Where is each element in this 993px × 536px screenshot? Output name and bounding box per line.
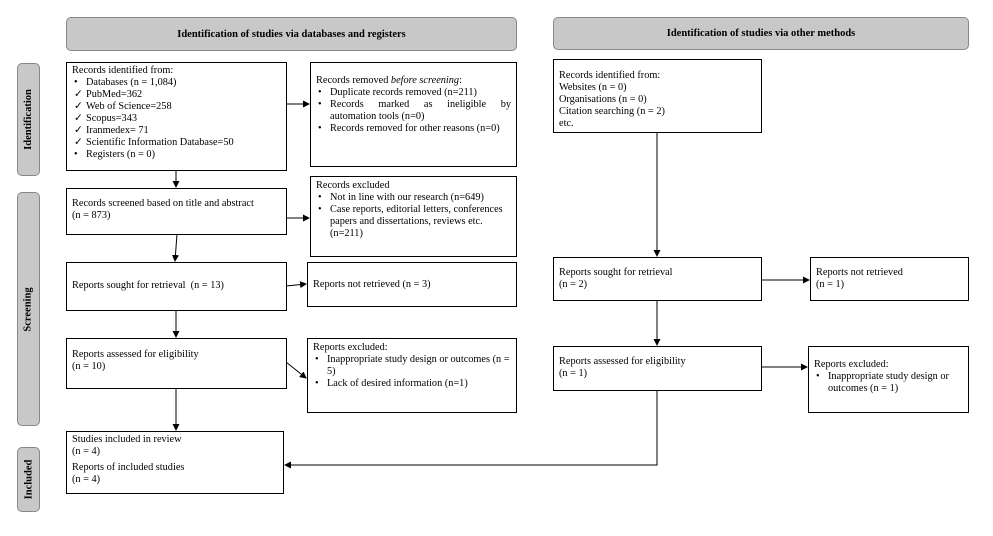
header-databases: Identification of studies via databases … bbox=[66, 17, 517, 51]
list-item: Duplicate records removed (n=211) bbox=[316, 87, 511, 99]
studies-included-box: Studies included in review(n = 4) Report… bbox=[66, 431, 284, 494]
list-item: Scopus=343 bbox=[72, 113, 281, 125]
box-text: etc. bbox=[559, 118, 574, 129]
box-title: Reports excluded: bbox=[814, 359, 889, 370]
box-text: Reports sought for retrieval (n = 13) bbox=[72, 280, 224, 291]
phase-screening: Screening bbox=[17, 192, 40, 426]
phase-identification: Identification bbox=[17, 63, 40, 176]
other-reports-assessed-box: Reports assessed for eligibility(n = 1) bbox=[553, 346, 762, 391]
reports-assessed-box: Reports assessed for eligibility(n = 10) bbox=[66, 338, 287, 389]
box-text: Reports assessed for eligibility bbox=[72, 349, 199, 360]
list-item: Inappropriate study design or outcomes (… bbox=[814, 371, 963, 395]
box-count: (n = 4) bbox=[72, 446, 101, 457]
list-item: PubMed=362 bbox=[72, 89, 281, 101]
other-records-identified-box: Records identified from:Websites (n = 0)… bbox=[553, 59, 762, 133]
records-identified-box: Records identified from: Databases (n = … bbox=[66, 62, 287, 171]
box-title: Records identified from: bbox=[559, 70, 661, 81]
database-list: Databases (n = 1,084)PubMed=362Web of Sc… bbox=[72, 77, 281, 161]
box-count: (n = 2) bbox=[559, 279, 588, 290]
list-item: Iranmedex= 71 bbox=[72, 125, 281, 137]
box-title: Reports excluded: bbox=[313, 342, 388, 353]
arrow bbox=[285, 361, 307, 379]
box-count: (n = 1) bbox=[559, 368, 588, 379]
list-item: Records marked as ineligible by automati… bbox=[316, 99, 511, 123]
box-text: Organisations (n = 0) bbox=[559, 94, 647, 105]
records-removed-box: Records removed before screening: Duplic… bbox=[310, 62, 517, 167]
box-text: Citation searching (n = 2) bbox=[559, 106, 665, 117]
list-item: Lack of desired information (n=1) bbox=[313, 378, 511, 390]
box-text: Websites (n = 0) bbox=[559, 82, 627, 93]
list-item: Records removed for other reasons (n=0) bbox=[316, 123, 511, 135]
other-reports-sought-box: Reports sought for retrieval(n = 2) bbox=[553, 257, 762, 301]
box-count: (n = 1) bbox=[816, 279, 845, 290]
phase-included: Included bbox=[17, 447, 40, 512]
list-item: Not in line with our research (n=649) bbox=[316, 192, 511, 204]
list-item: Registers (n = 0) bbox=[72, 149, 281, 161]
box-count: (n = 10) bbox=[72, 361, 106, 372]
other-reports-excluded-box: Reports excluded: Inappropriate study de… bbox=[808, 346, 969, 413]
records-excluded-box: Records excluded Not in line with our re… bbox=[310, 176, 517, 257]
list-item: Web of Science=258 bbox=[72, 101, 281, 113]
box-text: Studies included in review bbox=[72, 434, 182, 445]
box-text: Records screened based on title and abst… bbox=[72, 198, 254, 209]
list-item: Case reports, editorial letters, confere… bbox=[316, 204, 511, 240]
box-text: Reports assessed for eligibility bbox=[559, 356, 686, 367]
box-text: Reports sought for retrieval bbox=[559, 267, 673, 278]
box-title: Records removed before screening: bbox=[316, 75, 462, 86]
list-item: Scientific Information Database=50 bbox=[72, 137, 281, 149]
arrow bbox=[171, 233, 179, 262]
box-text: Reports not retrieved bbox=[816, 267, 903, 278]
box-text: Reports not retrieved (n = 3) bbox=[313, 279, 431, 290]
header-other-methods: Identification of studies via other meth… bbox=[553, 17, 969, 50]
records-screened-box: Records screened based on title and abst… bbox=[66, 188, 287, 235]
reports-sought-box: Reports sought for retrieval (n = 13) bbox=[66, 262, 287, 311]
phase-label: Screening bbox=[23, 286, 35, 332]
phase-label: Identification bbox=[23, 89, 35, 150]
reports-excluded-box: Reports excluded: Inappropriate study de… bbox=[307, 338, 517, 413]
list-item: Databases (n = 1,084) bbox=[72, 77, 281, 89]
box-count: (n = 873) bbox=[72, 210, 111, 221]
box-count: (n = 4) bbox=[72, 474, 101, 485]
other-reports-not-retrieved-box: Reports not retrieved(n = 1) bbox=[810, 257, 969, 301]
arrow bbox=[285, 281, 307, 289]
reports-not-retrieved-box: Reports not retrieved (n = 3) bbox=[307, 262, 517, 307]
phase-label: Included bbox=[23, 459, 34, 500]
list-item: Inappropriate study design or outcomes (… bbox=[313, 354, 511, 378]
box-title: Records identified from: bbox=[72, 65, 174, 76]
arrow bbox=[284, 390, 658, 469]
box-text: Reports of included studies bbox=[72, 462, 185, 473]
box-title: Records excluded bbox=[316, 180, 390, 191]
